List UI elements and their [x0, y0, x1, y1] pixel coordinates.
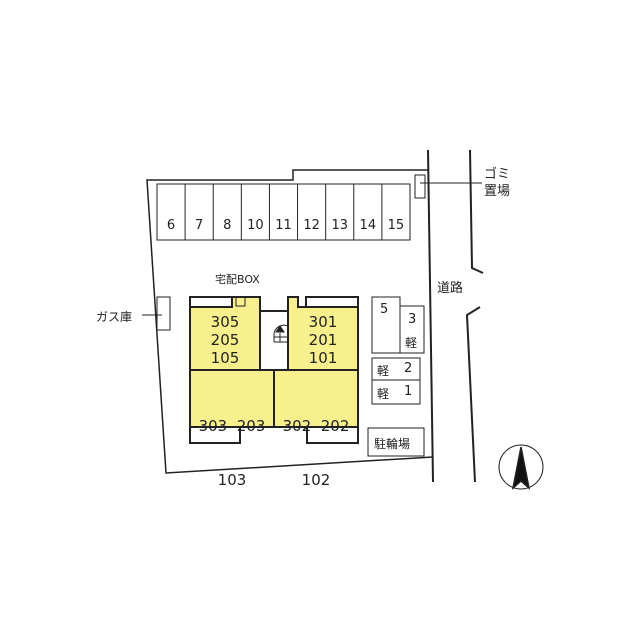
garbage-box [414, 174, 426, 199]
unit-201: 201 [308, 331, 338, 349]
delivery-box-label: 宅配BOX [215, 273, 260, 286]
parking-space-label: 12 [303, 218, 320, 233]
parking-space-label: 13 [331, 218, 348, 233]
gas-box [156, 296, 171, 331]
parking-space-label: 15 [387, 218, 405, 233]
parking-space-label: 6 [166, 218, 176, 233]
units-top-right: 301 201 101 [288, 313, 358, 367]
delivery-box [235, 296, 246, 307]
lot-boundary [146, 169, 434, 474]
parking-3 [399, 305, 425, 354]
parking-2-kei: 軽 [377, 364, 390, 378]
parking-5-label: 5 [380, 302, 389, 317]
stairs-icon [273, 324, 289, 343]
parking-space-label: 11 [275, 218, 292, 233]
bicycle-parking [367, 427, 425, 457]
gas-label: ガス庫 [96, 310, 133, 324]
units-bottom-left: 303 203 103 [190, 381, 274, 507]
garbage-label-2: 置場 [484, 184, 511, 199]
unit-302-202: 302 202 [282, 417, 350, 435]
unit-305: 305 [210, 313, 240, 331]
unit-301: 301 [308, 313, 338, 331]
parking-1 [371, 379, 421, 405]
unit-205: 205 [210, 331, 240, 349]
parking-3-kei: 軽 [405, 336, 418, 350]
unit-105: 105 [210, 349, 240, 367]
parking-space-label: 8 [223, 218, 232, 233]
garbage-label-1: ゴミ [484, 167, 511, 182]
parking-1-kei: 軽 [377, 387, 390, 401]
unit-103: 103 [217, 471, 247, 489]
road-edge-right-lower [465, 306, 481, 483]
bicycle-parking-label: 駐輪場 [374, 437, 411, 451]
parking-2-label: 2 [404, 361, 413, 376]
parking-space-label: 10 [247, 218, 264, 233]
unit-101: 101 [308, 349, 338, 367]
road-edge-left [427, 149, 434, 483]
road-label: 道路 [437, 281, 464, 296]
units-bottom-right: 302 202 102 [274, 381, 358, 507]
parking-row [156, 183, 411, 241]
units-top-left: 305 205 105 [190, 313, 260, 367]
unit-303-203: 303 203 [198, 417, 266, 435]
parking-space-label: 14 [359, 218, 377, 233]
north-compass-icon [498, 444, 544, 491]
road-edge-right-upper [469, 149, 484, 274]
parking-3-label: 3 [408, 312, 417, 327]
unit-block-bottom-right [273, 369, 359, 428]
parking-1-label: 1 [404, 384, 413, 399]
unit-102: 102 [301, 471, 331, 489]
parking-space-label: 7 [195, 218, 204, 233]
